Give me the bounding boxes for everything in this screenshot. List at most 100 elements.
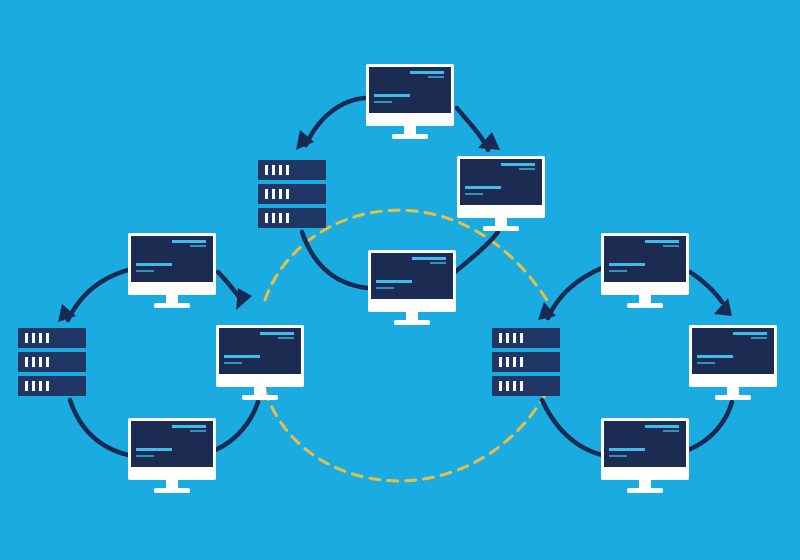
computer-right-right (689, 325, 777, 400)
monitor-icon (368, 250, 456, 325)
server-slot (520, 381, 523, 391)
server-slot (513, 381, 516, 391)
server-slot (499, 357, 502, 367)
server-slot (32, 381, 35, 391)
server-unit (492, 328, 560, 348)
server-slot (39, 333, 42, 343)
code-line (376, 287, 394, 289)
computer-center (368, 250, 456, 325)
arc-top-to-server-center (303, 95, 368, 148)
server-slot (32, 357, 35, 367)
server-slot (25, 333, 28, 343)
server-slot (520, 333, 523, 343)
server-unit (492, 376, 560, 396)
server-slot (279, 189, 282, 199)
server-slot (39, 381, 42, 391)
arc-server-center-to-center (299, 229, 371, 291)
nodes-layer (18, 64, 777, 493)
computer-left-right (216, 325, 304, 400)
code-line (374, 101, 392, 103)
monitor-neck (639, 295, 651, 304)
server-slot (46, 381, 49, 391)
code-line (428, 76, 444, 78)
code-line (733, 332, 767, 335)
monitor-icon (216, 325, 304, 400)
server-slot (279, 165, 282, 175)
arc-server-left-to-left-bottom (67, 397, 131, 458)
server-slot (265, 189, 268, 199)
server-slot (499, 333, 502, 343)
server-slot (272, 189, 275, 199)
code-line (190, 245, 206, 247)
code-line (751, 337, 767, 339)
monitor-base (154, 303, 190, 308)
server-slot (265, 213, 268, 223)
code-line (645, 425, 679, 428)
monitor-screen (131, 236, 213, 282)
code-line (430, 262, 446, 264)
computer-right-bottom (601, 418, 689, 493)
code-line (697, 362, 715, 364)
server-slot (506, 381, 509, 391)
monitor-screen (604, 421, 686, 467)
server-slot (39, 357, 42, 367)
monitor-icon (128, 233, 216, 308)
arrow-head-icon (714, 298, 732, 316)
code-line (697, 355, 733, 358)
code-line (172, 240, 206, 243)
monitor-base (627, 488, 663, 493)
code-line (609, 270, 627, 272)
arc-right-top-to-right-right (687, 269, 725, 305)
server-slot (25, 381, 28, 391)
dashed-link-upper (263, 208, 552, 307)
monitor-neck (254, 387, 266, 396)
code-line (278, 337, 294, 339)
server-slot (286, 165, 289, 175)
code-line (663, 245, 679, 247)
monitor-base (715, 395, 751, 400)
code-line (260, 332, 294, 335)
computer-right-top (601, 233, 689, 308)
server-slot (279, 213, 282, 223)
code-line (609, 448, 645, 451)
arrow-head-icon (58, 304, 76, 322)
code-line (224, 362, 242, 364)
monitor-icon (366, 64, 454, 139)
code-line (376, 280, 412, 283)
server-slot (272, 165, 275, 175)
server-slot (513, 357, 516, 367)
code-line (136, 270, 154, 272)
code-line (519, 168, 535, 170)
code-line (465, 186, 501, 189)
code-line (412, 257, 446, 260)
server-rack-icon (492, 328, 560, 396)
monitor-icon (601, 233, 689, 308)
server-unit (18, 376, 86, 396)
code-line (609, 455, 627, 457)
server-slot (32, 333, 35, 343)
server-right (492, 328, 560, 396)
server-unit (18, 352, 86, 372)
code-line (663, 430, 679, 432)
arrow-head-icon (236, 288, 252, 310)
server-unit (18, 328, 86, 348)
code-line (136, 448, 172, 451)
server-slot (46, 357, 49, 367)
monitor-icon (601, 418, 689, 493)
monitor-base (483, 226, 519, 231)
monitor-screen (692, 328, 774, 374)
server-slot (520, 357, 523, 367)
monitor-screen (371, 253, 453, 299)
monitor-neck (404, 126, 416, 135)
server-unit (258, 160, 326, 180)
server-rack-icon (18, 328, 86, 396)
server-slot (25, 357, 28, 367)
monitor-icon (457, 156, 545, 231)
monitor-base (627, 303, 663, 308)
code-line (136, 455, 154, 457)
code-line (645, 240, 679, 243)
computer-top (366, 64, 454, 139)
server-left (18, 328, 86, 396)
